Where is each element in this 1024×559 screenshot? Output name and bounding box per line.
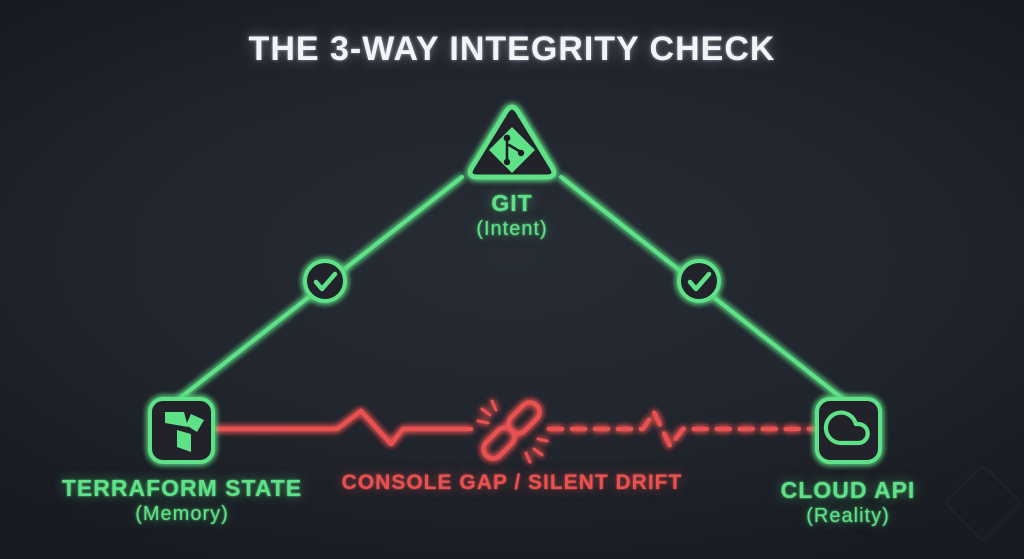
check-icon-right <box>677 259 721 303</box>
break-sparks <box>476 399 549 464</box>
drift-edge-solid <box>213 408 474 447</box>
git-node-sublabel: (Intent) <box>476 218 548 240</box>
cloud-node-sublabel: (Reality) <box>806 505 890 527</box>
cloud-api-node-icon <box>815 397 882 464</box>
cloud-node-label: CLOUD API <box>780 477 916 503</box>
git-branch-glyph <box>503 134 525 166</box>
drift-edge-dashed <box>546 409 817 449</box>
drift-edge-label: CONSOLE GAP / SILENT DRIFT <box>341 471 683 494</box>
cloud-icon <box>823 410 870 446</box>
broken-chain-icon <box>476 399 549 464</box>
terraform-node-icon <box>148 397 215 464</box>
terraform-node-sublabel: (Memory) <box>135 503 229 525</box>
git-node-label: GIT <box>491 190 533 216</box>
check-icon-left <box>303 259 347 303</box>
terraform-logo <box>165 412 204 452</box>
terraform-node-label: TERRAFORM STATE <box>61 475 303 501</box>
page-title: THE 3-WAY INTEGRITY CHECK <box>248 30 776 68</box>
git-node-icon <box>467 104 557 180</box>
